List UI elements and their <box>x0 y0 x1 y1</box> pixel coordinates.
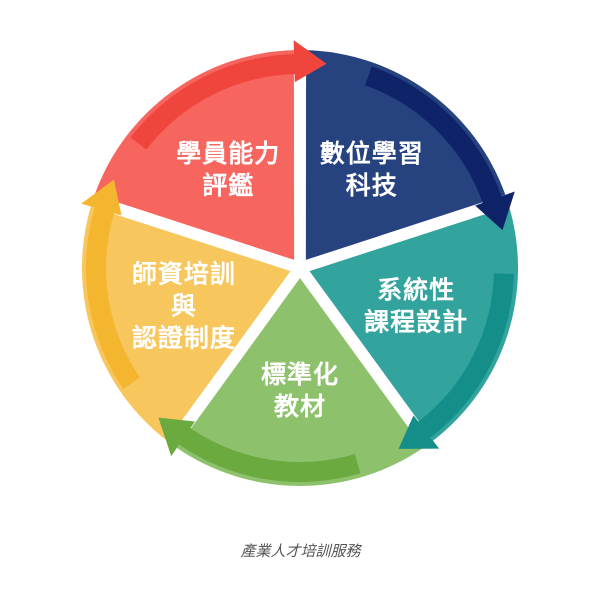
label-line: 師資培訓 <box>132 260 236 289</box>
label-line: 數位學習 <box>320 139 424 168</box>
label-line: 科技 <box>346 171 398 200</box>
label-line: 認證制度 <box>132 324 236 353</box>
label-systematic-course-design: 系統性課程設計 <box>364 276 468 337</box>
segment-learner-assessment <box>94 50 295 260</box>
label-standardized-materials: 標準化教材 <box>261 360 339 421</box>
label-line: 學員能力 <box>176 139 280 168</box>
label-line: 評鑑 <box>202 171 254 200</box>
arrow-standardized-materials <box>158 417 361 482</box>
segment-teacher-training-certification <box>81 206 291 441</box>
segment-digital-learning <box>305 50 506 260</box>
label-digital-learning: 數位學習科技 <box>320 139 424 200</box>
label-line: 課程設計 <box>364 308 468 337</box>
label-learner-assessment: 學員能力評鑑 <box>176 139 280 200</box>
label-line: 與 <box>171 292 197 321</box>
label-line: 標準化 <box>261 360 339 389</box>
label-line: 系統性 <box>377 276 455 305</box>
arrow-teacher-training-certification <box>81 179 140 389</box>
arrow-digital-learning <box>365 66 515 231</box>
segment-standardized-materials <box>176 278 424 486</box>
arrow-learner-assessment <box>130 40 327 150</box>
arrows-layer <box>81 40 515 482</box>
arrow-systematic-course-design <box>398 273 514 449</box>
label-line: 教材 <box>274 392 326 421</box>
diagram-caption: 產業人才培訓服務 <box>240 542 361 560</box>
label-teacher-training-certification: 師資培訓與認證制度 <box>132 260 236 353</box>
